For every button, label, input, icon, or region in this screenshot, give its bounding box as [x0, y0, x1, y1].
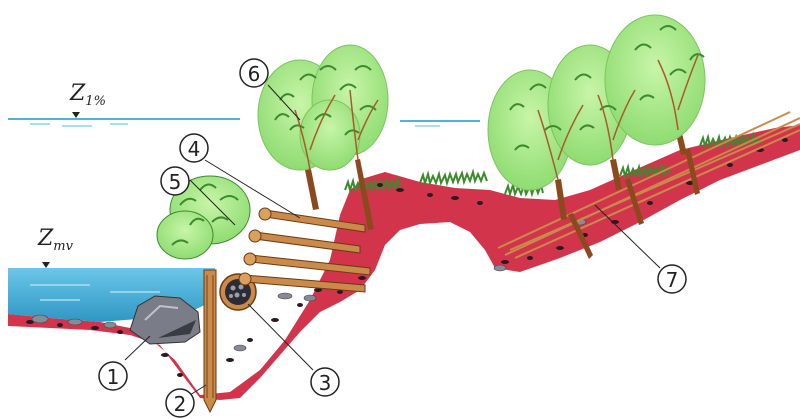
svg-text:7: 7 [666, 268, 679, 292]
svg-text:4: 4 [188, 137, 201, 161]
callout-7: 7 [658, 265, 686, 293]
flood-level-label: Z1% [69, 81, 106, 118]
pile-stake-icon [204, 270, 216, 412]
svg-text:1: 1 [107, 365, 120, 389]
callout-6: 6 [240, 59, 268, 87]
svg-text:2: 2 [174, 392, 187, 416]
callout-1: 1 [99, 362, 127, 390]
svg-text:Zmv: Zmv [37, 226, 74, 254]
svg-text:6: 6 [248, 62, 261, 86]
flood-level-line [8, 119, 480, 126]
svg-text:5: 5 [169, 170, 182, 194]
callout-3: 3 [311, 368, 339, 396]
callout-4: 4 [180, 134, 208, 162]
callout-2: 2 [166, 389, 194, 417]
svg-text:3: 3 [319, 371, 332, 395]
callout-5: 5 [161, 167, 189, 195]
willow-tree-icon [258, 45, 388, 230]
svg-text:Z1%: Z1% [69, 81, 106, 109]
mean-level-label: Zmv [37, 226, 74, 268]
